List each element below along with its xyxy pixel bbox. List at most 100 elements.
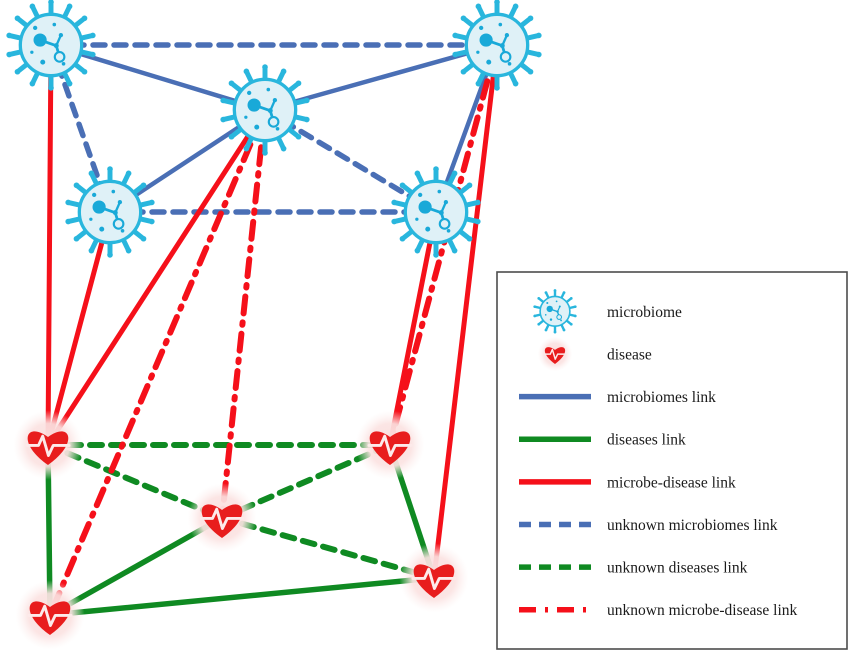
- edge-microbiomes-link: [48, 42, 268, 113]
- disease-node[interactable]: [355, 410, 425, 480]
- microbiome-molecule-atom: [546, 305, 553, 313]
- edge-unknown-microbiomes-link: [262, 107, 439, 215]
- legend-item-unknown-microbe-disease-link: unknown microbe-disease link: [519, 602, 798, 619]
- microbiome-spike-tip: [569, 322, 573, 326]
- microbiome-molecule-atom: [499, 51, 512, 63]
- microbiome-spike-tip: [149, 218, 155, 225]
- microbiome-speck: [33, 25, 38, 30]
- disease-heart-icon: [27, 431, 69, 466]
- microbiome-spike-tip: [466, 235, 473, 242]
- microbiome-spike-tip: [533, 305, 537, 309]
- microbiome-molecule-atom: [117, 199, 123, 205]
- legend-item-disease: disease: [537, 336, 652, 372]
- microbiome-spike-tip: [90, 51, 96, 58]
- microbiome-spike-tip: [29, 80, 36, 87]
- microbiome-node[interactable]: [220, 64, 310, 156]
- disease-node[interactable]: [399, 543, 469, 613]
- microbiome-speck: [498, 22, 503, 27]
- microbiome-molecule-atom: [418, 200, 432, 214]
- microbiome-spike-tip: [243, 68, 250, 75]
- microbiome-spike-tip: [391, 199, 397, 206]
- microbiome-molecule-atom: [479, 33, 493, 47]
- microbiome-spike-tip: [66, 3, 73, 10]
- microbiome-spike-tip: [494, 85, 500, 91]
- microbiome-spike-tip: [228, 80, 235, 87]
- microbiome-spike-tip: [451, 247, 458, 254]
- disease-node[interactable]: [13, 410, 83, 480]
- microbiome-speck: [99, 226, 105, 232]
- microbiome-speck: [549, 318, 553, 321]
- legend-item-microbe-disease-link: microbe-disease link: [519, 474, 736, 491]
- microbiome-icon: [533, 289, 577, 334]
- disease-heart-icon: [29, 601, 71, 636]
- microbiome-spike-tip: [460, 68, 467, 75]
- microbiome-molecule-atom: [504, 32, 510, 38]
- microbiome-spike-tip: [451, 170, 458, 177]
- microbiome-spike-tip: [280, 68, 287, 75]
- microbiome-molecule-atom: [53, 43, 59, 49]
- microbiome-spike-tip: [125, 247, 132, 254]
- microbiome-spike-tip: [544, 291, 548, 294]
- legend-item-unknown-microbiomes-link: unknown microbiomes link: [519, 517, 778, 534]
- microbiome-speck: [244, 115, 248, 119]
- microbiome-speck: [437, 189, 442, 194]
- microbiome-molecule-atom: [112, 218, 125, 230]
- microbiome-node[interactable]: [452, 0, 542, 91]
- disease-node[interactable]: [187, 483, 257, 553]
- microbiome-spike-tip: [494, 0, 500, 5]
- microbiome-molecule-atom: [443, 199, 449, 205]
- microbiome-spike-tip: [569, 296, 573, 300]
- microbiome-spike-tip: [90, 32, 96, 39]
- microbiome-molecule-atom: [247, 98, 261, 112]
- microbiome-spike-tip: [48, 0, 54, 5]
- microbiome-speck: [544, 314, 547, 316]
- legend-item-label: unknown diseases link: [607, 560, 748, 577]
- microbiome-spike-tip: [475, 199, 481, 206]
- microbiome-molecule-atom: [556, 310, 559, 313]
- microbiome-speck: [266, 87, 271, 92]
- disease-ecg-line: [25, 434, 71, 457]
- edge-unknown-diseases-link: [219, 515, 437, 581]
- microbiome-molecule-atom: [92, 200, 106, 214]
- disease-node[interactable]: [15, 580, 85, 650]
- microbiome-spike-tip: [107, 166, 113, 172]
- microbiome-molecule-atom: [53, 51, 66, 63]
- microbiome-speck: [247, 90, 252, 95]
- disease-ecg-line: [199, 507, 245, 530]
- microbiome-spike-tip: [573, 305, 577, 309]
- disease-ecg-line: [543, 348, 567, 360]
- microbiome-spike-tip: [466, 182, 473, 189]
- microbiome-node[interactable]: [65, 166, 155, 258]
- microbiome-spike-tip: [527, 68, 534, 75]
- microbiome-spike-tip: [475, 218, 481, 225]
- microbiome-node[interactable]: [6, 0, 96, 91]
- microbiome-spike-tip: [533, 314, 537, 318]
- microbiome-spike-tip: [73, 235, 80, 242]
- microbiome-speck: [415, 217, 419, 221]
- edge-unknown-microbe-disease-link: [47, 107, 268, 618]
- microbiome-speck: [40, 59, 46, 65]
- disease-ecg-line: [27, 604, 73, 627]
- legend-item-label: unknown microbe-disease link: [607, 602, 798, 619]
- microbiome-node[interactable]: [391, 166, 481, 258]
- microbiome-spike-tip: [553, 289, 557, 292]
- microbiome-speck: [486, 59, 492, 65]
- microbiome-molecule-atom: [556, 314, 562, 320]
- microbiome-spike-tip: [433, 166, 439, 172]
- legend-item-microbiome: microbiome: [533, 289, 682, 334]
- microbiome-spike-tip: [29, 3, 36, 10]
- legend-item-label: unknown microbiomes link: [607, 517, 778, 534]
- legend-item-diseases-link: diseases link: [519, 432, 686, 449]
- microbiome-spike-tip: [512, 80, 519, 87]
- microbiome-spike-tip: [391, 218, 397, 225]
- microbiome-molecule-atom: [58, 32, 64, 38]
- microbiome-spike-tip: [304, 116, 310, 123]
- microbiome-spike-tip: [562, 328, 566, 332]
- microbiome-spike-tip: [73, 182, 80, 189]
- microbiome-spike-tip: [81, 68, 88, 75]
- microbiome-spike-tip: [399, 235, 406, 242]
- microbiome-spike-tip: [295, 80, 302, 87]
- microbiome-spike-tip: [536, 51, 542, 58]
